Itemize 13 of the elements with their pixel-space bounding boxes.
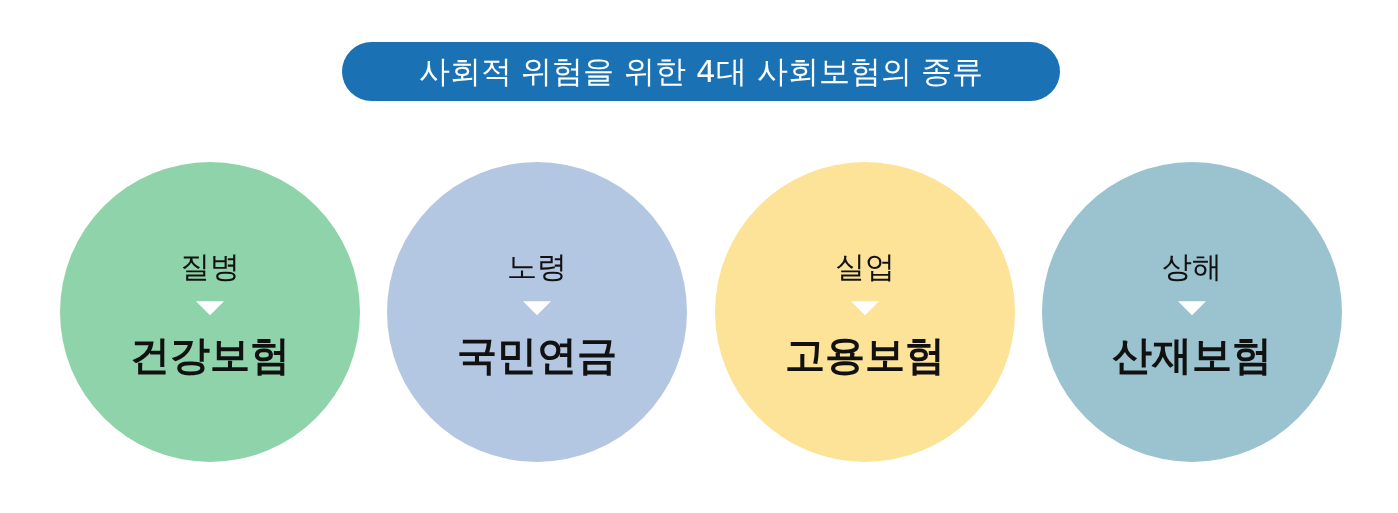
insurance-name: 국민연금 xyxy=(457,332,617,378)
title-banner: 사회적 위험을 위한 4대 사회보험의 종류 xyxy=(342,42,1060,101)
triangle-arrow xyxy=(851,301,879,316)
triangle-arrow xyxy=(1178,301,1206,316)
insurance-name: 고용보험 xyxy=(785,332,945,378)
risk-label: 실업 xyxy=(835,250,895,285)
insurance-name: 산재보험 xyxy=(1112,332,1272,378)
risk-label: 질병 xyxy=(180,250,240,285)
triangle-arrow xyxy=(196,301,224,316)
insurance-name: 건강보험 xyxy=(130,332,290,378)
risk-label: 상해 xyxy=(1162,250,1222,285)
triangle-arrow xyxy=(523,301,551,316)
risk-label: 노령 xyxy=(507,250,567,285)
